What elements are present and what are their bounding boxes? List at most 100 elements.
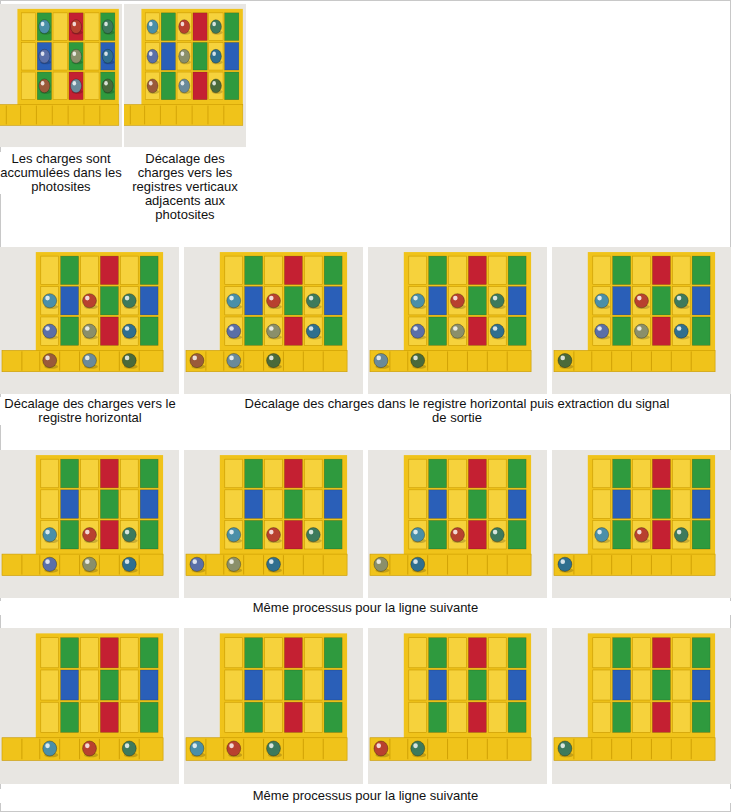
vertical-register-cell <box>449 287 467 315</box>
photo-background <box>368 450 547 598</box>
register-divider <box>79 555 80 574</box>
register-divider <box>263 555 264 574</box>
photosite-cell <box>613 702 631 732</box>
charge-marble <box>83 528 97 542</box>
vertical-register-cell <box>449 256 467 284</box>
photosite-cell <box>140 670 158 700</box>
photosite-cell <box>61 287 79 315</box>
vertical-register-cell <box>409 287 427 315</box>
register-divider <box>467 555 468 574</box>
photosite-cell <box>284 670 302 700</box>
photosite-cell <box>613 638 631 668</box>
photo-background <box>552 450 731 598</box>
vertical-register-cell <box>488 490 506 519</box>
vertical-register-cell <box>53 42 67 70</box>
photosite-cell <box>429 317 447 345</box>
vertical-register-cell <box>593 670 611 700</box>
photosite-cell <box>652 459 670 488</box>
marble-highlight <box>637 296 642 301</box>
charge-marble <box>635 528 649 542</box>
board-frame <box>220 633 347 740</box>
photosite-cell <box>101 13 115 41</box>
vertical-register-cell <box>120 256 138 284</box>
marble-highlight <box>125 559 130 564</box>
register-divider <box>487 555 488 574</box>
vertical-register-cell <box>265 702 283 732</box>
photosite-cell <box>692 670 710 700</box>
vertical-register-cell <box>21 72 35 100</box>
register-divider <box>119 739 120 759</box>
marble-highlight <box>104 22 108 27</box>
register-divider <box>691 739 692 759</box>
charge-marble <box>674 528 688 542</box>
register-divider <box>651 739 652 759</box>
marble-highlight <box>560 743 565 748</box>
charge-marble <box>374 353 388 367</box>
register-divider <box>671 555 672 574</box>
vertical-register-cell <box>488 317 506 345</box>
vertical-register-cell <box>120 459 138 488</box>
vertical-register-cell <box>53 13 67 41</box>
register-divider <box>99 739 100 759</box>
vertical-register-cell <box>209 13 223 41</box>
charge-marble <box>227 294 241 308</box>
vertical-register-cell <box>120 638 138 668</box>
marble-highlight <box>229 326 234 331</box>
photosite-cell <box>61 490 79 519</box>
vertical-register-cell <box>225 287 243 315</box>
photosite-cell <box>468 287 486 315</box>
photosite-cell <box>100 256 118 284</box>
vertical-register-cell <box>225 638 243 668</box>
photosite-cell <box>508 702 526 732</box>
vertical-register-cell <box>81 317 99 345</box>
photosite-cell <box>140 638 158 668</box>
register-divider <box>139 555 140 574</box>
vertical-register-cell <box>81 459 99 488</box>
vertical-register-cell <box>41 287 59 315</box>
charge-marble <box>122 324 136 338</box>
photosite-cell <box>429 638 447 668</box>
photo-background <box>0 4 122 147</box>
register-divider <box>507 351 508 370</box>
register-divider <box>21 351 22 370</box>
marble-highlight <box>493 530 498 535</box>
vertical-register-cell <box>449 520 467 549</box>
photosite-cell <box>429 670 447 700</box>
marble-highlight <box>269 326 274 331</box>
charge-marble <box>122 528 136 542</box>
vertical-register-cell <box>633 490 651 519</box>
register-divider <box>119 351 120 370</box>
charge-marble <box>83 294 97 308</box>
charge-marble <box>179 20 190 34</box>
photosite-cell <box>692 520 710 549</box>
photosite-cell <box>69 42 83 70</box>
photosite-cell <box>613 520 631 549</box>
charge-marble <box>267 324 281 338</box>
vertical-register-cell <box>633 702 651 732</box>
vertical-register-cell <box>81 702 99 732</box>
photosite-cell <box>613 287 631 315</box>
vertical-register-cell <box>488 638 506 668</box>
photosite-cell <box>100 287 118 315</box>
register-divider <box>407 739 408 759</box>
photosite-cell <box>468 638 486 668</box>
vertical-register-cell <box>304 459 322 488</box>
vertical-register-cell <box>488 459 506 488</box>
register-divider <box>323 739 324 759</box>
vertical-register-cell <box>672 287 690 315</box>
register-divider <box>671 739 672 759</box>
charge-marble <box>490 528 504 542</box>
marble-highlight <box>309 296 314 301</box>
photosite-cell <box>613 317 631 345</box>
photosite-cell <box>652 670 670 700</box>
photo-background <box>184 450 363 598</box>
charge-marble <box>674 324 688 338</box>
photosite-cell <box>37 42 51 70</box>
photosite-cell <box>161 72 175 100</box>
photosite-cell <box>140 520 158 549</box>
register-divider <box>611 555 612 574</box>
ccd-photo <box>368 247 547 394</box>
marble-highlight <box>229 743 234 748</box>
register-divider <box>467 351 468 370</box>
